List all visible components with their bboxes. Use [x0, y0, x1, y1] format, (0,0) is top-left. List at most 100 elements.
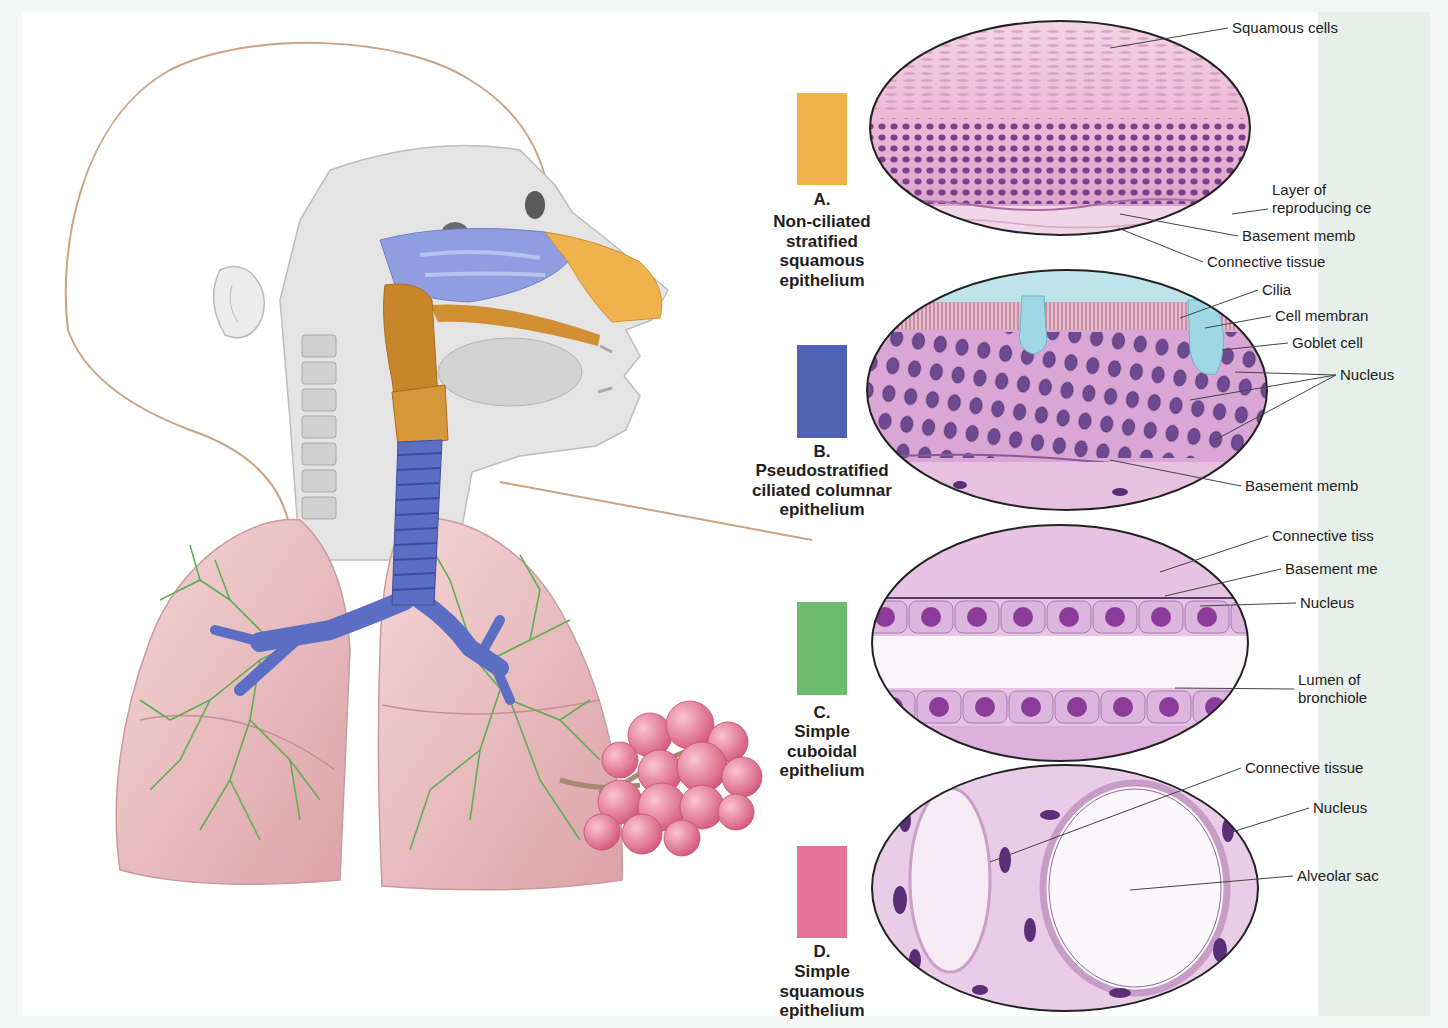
micrograph-stratified-squamous [860, 15, 1262, 246]
head-section [302, 335, 336, 357]
alveoli-cluster [602, 742, 638, 778]
micrograph-simple-squamous [910, 788, 990, 972]
head-section [302, 497, 336, 519]
leader-lines [1165, 569, 1281, 596]
leader-lines [1190, 372, 1336, 440]
callout-label: Cell membran [1275, 307, 1368, 325]
micrograph-simple-squamous [893, 808, 1234, 998]
micrograph-simple-squamous [999, 847, 1011, 873]
alveoli-cluster [677, 742, 727, 792]
callout-label: Goblet cell [1292, 334, 1363, 352]
leader-lines [1110, 28, 1228, 48]
bronchi [480, 620, 500, 656]
bronchi [495, 666, 510, 700]
head-section [214, 266, 265, 337]
head-section [525, 191, 545, 219]
micrograph-cuboidal [865, 600, 1255, 634]
micrograph-cuboidal [865, 636, 1255, 688]
callout-label: Nucleus [1300, 594, 1354, 612]
panel-letter: C. [782, 703, 862, 723]
page-ground [1318, 12, 1430, 1016]
upper-airway [430, 304, 600, 346]
micrograph-pseudostratified [1112, 488, 1128, 496]
bronchioles [480, 665, 600, 760]
leader-lines [1120, 214, 1238, 236]
lungs [116, 520, 350, 885]
callout-label: Connective tissue [1245, 759, 1363, 777]
head-section [214, 146, 668, 561]
leader-lines [1110, 460, 1241, 486]
micrograph-cuboidal [865, 520, 1255, 770]
bronchioles [140, 545, 320, 840]
micrograph-simple-squamous [865, 760, 1265, 1020]
upper-airway [380, 228, 662, 446]
micrograph-simple-squamous [1049, 789, 1221, 987]
callout-label: Connective tissue [1207, 253, 1325, 271]
alveoli-cluster [584, 814, 620, 850]
alveoli-cluster [584, 701, 762, 856]
micrograph-simple-squamous [872, 765, 1258, 1011]
bronchi [260, 600, 405, 642]
micrograph-stratified-squamous [900, 219, 1160, 227]
leader-lines [1222, 343, 1288, 350]
panel-letter: B. [782, 442, 862, 462]
micrograph-cuboidal [865, 520, 1255, 771]
legend-swatch [797, 93, 847, 185]
callout-label: Nucleus [1313, 799, 1367, 817]
micrograph-simple-squamous [1024, 918, 1036, 942]
legend-label: Non-ciliated stratified squamous epithel… [756, 212, 888, 290]
legend-swatch [797, 602, 847, 695]
trachea [393, 453, 441, 590]
head-section [302, 389, 336, 411]
head-section [598, 346, 612, 392]
micrograph-stratified-squamous [870, 21, 1250, 235]
micrograph-cuboidal [865, 690, 1255, 724]
alveoli-cluster [666, 701, 714, 749]
head-section [280, 146, 668, 561]
micrograph-pseudostratified [1019, 296, 1047, 354]
micrograph-pseudostratified [867, 270, 1267, 510]
bronchi [420, 600, 500, 668]
micrograph-simple-squamous [972, 985, 988, 995]
bronchi [240, 636, 300, 690]
leader-lines [990, 768, 1241, 862]
micrograph-pseudostratified [953, 481, 967, 489]
micrograph-stratified-squamous [860, 30, 1260, 110]
lungs [116, 518, 622, 890]
trachea [392, 440, 442, 605]
leader-lines [1175, 688, 1294, 689]
leader-lines [1130, 876, 1293, 890]
bronchi [215, 630, 262, 642]
leader-lines [1232, 209, 1268, 214]
leader-lines [1232, 808, 1309, 832]
callout-label: Squamous cells [1232, 19, 1338, 37]
micrograph-stratified-squamous [860, 15, 1260, 245]
micrograph-stratified-squamous [860, 15, 1262, 246]
micrograph-cuboidal [872, 525, 1248, 761]
legend-swatch [797, 846, 847, 938]
legend-label: Pseudostratified ciliated columnar epith… [740, 461, 904, 520]
alveoli-cluster [722, 757, 762, 797]
micrograph-simple-squamous [893, 886, 907, 914]
page-ground [22, 12, 1318, 1016]
head-section [438, 338, 582, 406]
bronchioles [160, 580, 230, 600]
bronchi [215, 600, 510, 700]
upper-airway [545, 232, 662, 322]
leader-lines [1118, 228, 1203, 262]
micrograph-cuboidal [865, 520, 1255, 771]
callout-label: Alveolar sac [1297, 867, 1379, 885]
leader-lines [1160, 536, 1268, 572]
callout-label: Lumen of bronchiole [1298, 671, 1393, 707]
micrograph-simple-squamous [865, 760, 1265, 1020]
micrograph-stratified-squamous [860, 118, 1260, 204]
callout-label: Basement memb [1245, 477, 1358, 495]
head-outline [68, 330, 288, 520]
leader-lines [1205, 316, 1271, 328]
micrograph-simple-squamous [1109, 988, 1131, 998]
lungs [382, 700, 600, 714]
head-section [302, 470, 336, 492]
